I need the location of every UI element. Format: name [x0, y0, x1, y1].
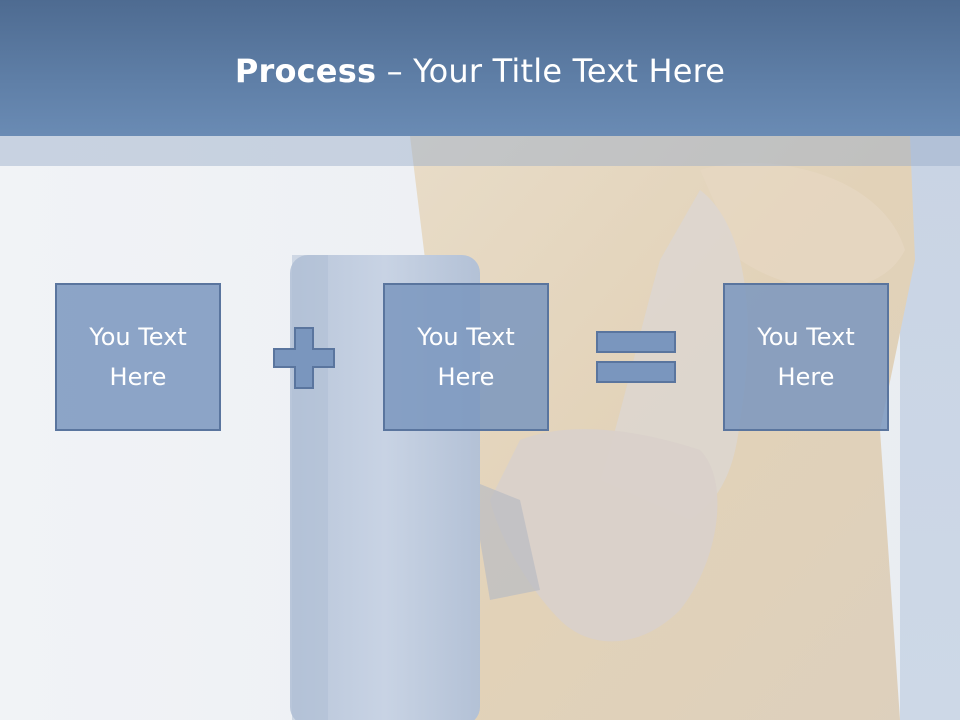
- title-strip: [0, 136, 960, 166]
- page-title[interactable]: Process – Your Title Text Here: [0, 52, 960, 90]
- process-box-3-text: You Text Here: [757, 323, 855, 391]
- title-rest: – Your Title Text Here: [376, 52, 726, 90]
- process-box-1[interactable]: You Text Here: [55, 283, 221, 431]
- equals-icon: [596, 331, 676, 383]
- title-bar: [0, 0, 960, 136]
- process-box-2[interactable]: You Text Here: [383, 283, 549, 431]
- process-box-3[interactable]: You Text Here: [723, 283, 889, 431]
- process-box-1-text: You Text Here: [89, 323, 187, 391]
- process-box-2-text: You Text Here: [417, 323, 515, 391]
- title-bold: Process: [234, 52, 377, 90]
- plus-icon: [273, 327, 335, 389]
